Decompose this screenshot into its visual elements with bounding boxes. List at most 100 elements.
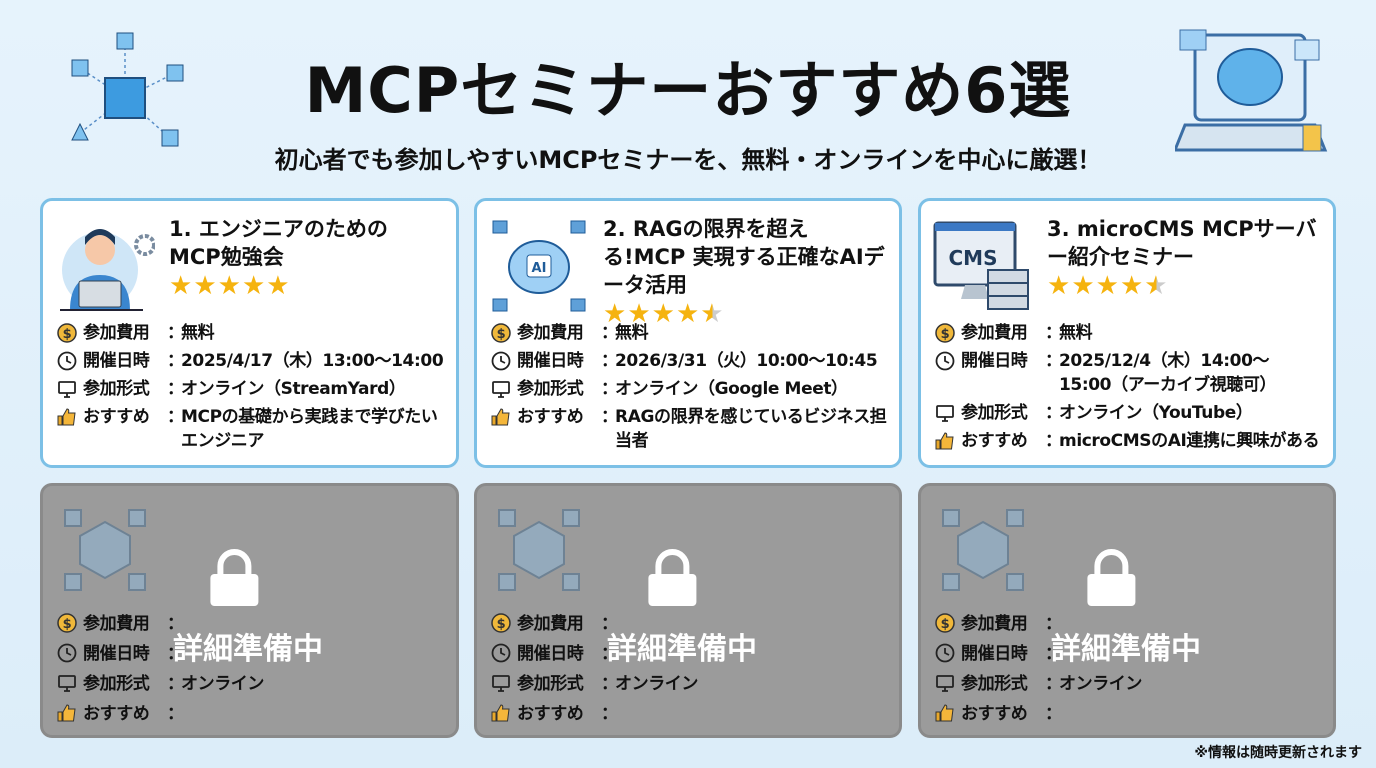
recommend-value (181, 701, 444, 727)
label-separator: ： (1045, 644, 1062, 664)
svg-text:$: $ (63, 327, 72, 342)
info-row-date: 開催日時：2025/4/17（木）13:00〜14:00 (55, 349, 444, 373)
label-separator: ： (601, 351, 618, 371)
rating-stars: ★★★★★ (169, 271, 444, 301)
svg-text:$: $ (941, 327, 950, 342)
info-row-format: 参加形式：オンライン（StreamYard） (55, 377, 444, 401)
monitor-icon (492, 381, 510, 398)
coin-icon: $ (491, 613, 511, 633)
fee-label: 参加費用 (517, 323, 584, 343)
monitor-icon (936, 405, 954, 422)
fee-label: 参加費用 (961, 614, 1028, 634)
label-separator: ： (601, 674, 618, 694)
cms-server-icon: CMS (933, 215, 1033, 315)
thumbs-up-icon (57, 408, 76, 426)
label-separator: ： (601, 407, 618, 427)
label-separator: ： (601, 704, 618, 724)
info-row-format: 参加形式：オンライン（Google Meet） (489, 377, 887, 401)
info-row-fee: $参加費用： (55, 611, 444, 637)
label-separator: ： (1045, 431, 1062, 451)
star-full-icon: ★ (193, 271, 218, 301)
date-label: 開催日時 (83, 351, 150, 371)
data-cube-icon (489, 500, 589, 600)
security-network-icon (55, 500, 155, 600)
clock-icon (935, 643, 955, 663)
clock-icon (57, 643, 77, 663)
date-value: 2025/12/4（木）14:00〜15:00（アーカイブ視聴可） (1059, 351, 1277, 395)
recommend-label: おすすめ (83, 704, 150, 724)
date-label: 開催日時 (517, 351, 584, 371)
format-label: 参加形式 (961, 674, 1028, 694)
format-label: 参加形式 (961, 403, 1028, 423)
recommend-value (615, 701, 887, 727)
seminar-card[interactable]: 1. エンジニアのための MCP勉強会★★★★★$参加費用：無料開催日時：202… (40, 198, 459, 468)
info-row-format: 参加形式：オンライン (933, 671, 1321, 697)
preparing-label: 詳細準備中 (173, 632, 323, 667)
monitor-icon (492, 675, 510, 692)
engineer-laptop-icon (55, 215, 156, 315)
date-value: 2026/3/31（火）10:00〜10:45 (615, 351, 878, 371)
info-row-fee: $ 参加費用 ： (489, 611, 887, 637)
star-full-icon: ★ (169, 271, 194, 301)
date-label: 開催日時 (83, 644, 150, 664)
recommend-value: microCMSのAI連携に興味がある (1059, 431, 1320, 451)
label-separator: ： (1045, 351, 1062, 371)
svg-text:$: $ (497, 617, 506, 632)
info-row-date: 開催日時： (933, 641, 1321, 667)
rating-stars: ★★★★★ (1047, 271, 1321, 301)
svg-text:CMS: CMS (949, 246, 998, 270)
label-separator: ： (1045, 403, 1062, 423)
format-value: オンライン（StreamYard） (181, 379, 406, 399)
seminar-title: 3. microCMS MCPサーバー紹介セミナー (1047, 217, 1317, 269)
recommend-label: おすすめ (961, 704, 1028, 724)
info-row-fee: $参加費用： (933, 611, 1321, 637)
date-label: 開催日時 (961, 351, 1028, 371)
recommend-label: おすすめ (517, 407, 584, 427)
info-row-recommend: おすすめ： (489, 701, 887, 727)
format-value: オンライン（Google Meet） (615, 379, 848, 399)
data-cube-icon (933, 500, 1033, 600)
info-row-date: 開催日時 ： (55, 641, 444, 667)
monitor-icon (58, 381, 76, 398)
info-row-recommend: おすすめ： (55, 701, 444, 727)
monitor-icon (936, 675, 954, 692)
star-half-icon: ★ (1144, 271, 1169, 301)
fee-label: 参加費用 (517, 614, 584, 634)
label-separator: ： (167, 614, 184, 634)
fee-label: 参加費用 (83, 614, 150, 634)
coin-icon: $ (491, 323, 511, 343)
clock-icon (491, 351, 511, 371)
update-note: ※情報は随時更新されます (1194, 745, 1362, 761)
label-separator: ： (167, 379, 184, 399)
star-full-icon: ★ (241, 271, 267, 301)
monitor-icon (58, 675, 76, 692)
ai-brain-icon: AI (489, 215, 589, 315)
info-row-date: 開催日時 ： (489, 641, 887, 667)
lock-icon (1087, 549, 1136, 606)
label-separator: ： (601, 614, 618, 634)
star-full-icon: ★ (1119, 271, 1145, 301)
info-row-date: 開催日時 ：2025/12/4（木）14:00〜15:00（アーカイブ視聴可） (933, 349, 1321, 397)
page-title: MCPセミナーおすすめ6選 (304, 54, 1072, 127)
info-row-recommend: おすすめ： (933, 701, 1321, 727)
format-value: オンライン (181, 674, 264, 694)
star-full-icon: ★ (266, 271, 291, 301)
label-separator: ： (167, 644, 184, 664)
recommend-value: RAGの限界を感じているビジネス担当者 (615, 407, 887, 451)
label-separator: ： (167, 407, 184, 427)
label-separator: ： (1045, 323, 1062, 343)
label-separator: ： (601, 379, 618, 399)
preparing-label: 詳細準備中 (1051, 632, 1201, 667)
coin-icon: $ (57, 323, 77, 343)
preparing-label: 詳細準備中 (607, 632, 757, 667)
locked-seminar-card: 詳細準備中$参加費用：開催日時：参加形式：オンラインおすすめ： (40, 483, 459, 738)
star-full-icon: ★ (1095, 271, 1120, 301)
label-separator: ： (601, 644, 618, 664)
date-label: 開催日時 (517, 644, 584, 664)
locked-seminar-card: 詳細準備中$参加費用：開催日時：参加形式：オンラインおすすめ： (474, 483, 902, 738)
date-value: 2025/4/17（木）13:00〜14:00 (181, 351, 444, 371)
thumbs-up-icon (935, 432, 954, 450)
recommend-value (1059, 701, 1321, 727)
